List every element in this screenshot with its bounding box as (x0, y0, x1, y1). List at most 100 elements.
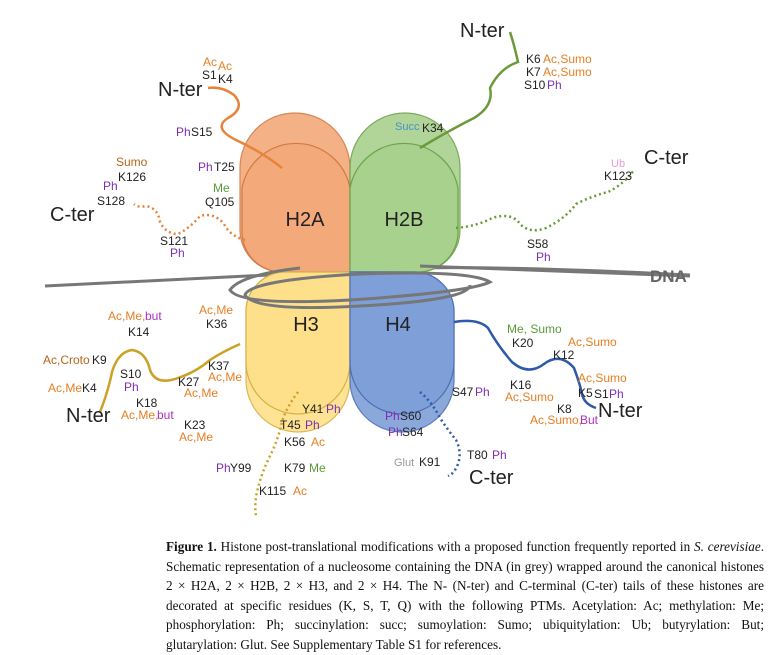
h4-nter-tail (453, 319, 597, 410)
h2a-cter-tail (133, 203, 246, 242)
h2a-t25: T25 (214, 160, 235, 174)
h2b-k6: K6 (526, 52, 541, 66)
h2b-s58: S58 (527, 237, 549, 251)
h3-k79-mod: Me (309, 461, 326, 475)
h2a-s1-mod: Ac (203, 55, 217, 69)
h4-k16: K16 (510, 378, 532, 392)
h4-cter-label: C-ter (469, 467, 514, 489)
dna-wrap (228, 266, 494, 310)
h2a-nter-label: N-ter (158, 79, 203, 101)
h2b-nter-label: N-ter (460, 20, 505, 42)
h4-s1: S1 (594, 387, 609, 401)
h3-k27: K27 (178, 375, 200, 389)
h4-k16-mod: Ac,Sumo (505, 390, 554, 404)
h3-k18: K18 (136, 396, 158, 410)
h4-k12-mod: Ac,Sumo (568, 335, 617, 349)
h4-cter-tail (419, 391, 461, 478)
h2a-q105: Q105 (205, 195, 235, 209)
h3-k14: K14 (128, 325, 150, 339)
h4-label: H4 (385, 314, 411, 336)
h3-k115-mod: Ac (293, 484, 307, 498)
h2a-lobe (241, 142, 351, 273)
h4-k91-mod: Glut (394, 457, 414, 469)
h2b-k7: K7 (526, 65, 541, 79)
h3-y99-mod: Ph (216, 461, 231, 475)
h3-k27-mod: Ac,Me (184, 386, 218, 400)
h3-k9: K9 (92, 353, 107, 367)
h4-s64: S64 (402, 425, 424, 439)
h3-label: H3 (293, 314, 319, 336)
h2a-cter-label: C-ter (50, 204, 95, 226)
caption-text-1: Histone post-translational modifications… (216, 539, 695, 554)
h4-s1-mod: Ph (609, 387, 624, 401)
h4-k20-mod: Me, Sumo (507, 322, 562, 336)
h2a-s121: S121 (160, 234, 188, 248)
h4-lobe (349, 271, 455, 415)
h2a-label: H2A (286, 209, 326, 231)
figure-caption: Figure 1. Histone post-translational mod… (166, 537, 764, 655)
caption-text-2: . Schematic representation of a nucleoso… (166, 539, 765, 652)
h3-k23-mod: Ac,Me (179, 430, 213, 444)
h2b-s58-mod: Ph (536, 250, 551, 264)
h3-nter-label: N-ter (66, 405, 111, 427)
dna-strand-front (419, 264, 691, 278)
h3-s10: S10 (120, 367, 142, 381)
h4-t80: T80 (467, 448, 488, 462)
h3-y41-mod: Ph (326, 402, 341, 416)
h3-s10-mod: Ph (124, 380, 139, 394)
h3-k4: K4 (82, 381, 97, 395)
h4-s47: S47 (452, 385, 474, 399)
h2a-s15-mod: Ph (176, 125, 191, 139)
h3-k115: K115 (259, 484, 286, 498)
h2a-s128-mod: Ph (103, 179, 118, 193)
h4-nter-label: N-ter (598, 400, 643, 422)
h2a-s121-mod: Ph (170, 246, 185, 260)
h4-k91: K91 (419, 455, 441, 469)
h3-k14-mod-b: but (145, 309, 162, 323)
h2a-k126-mod: Sumo (116, 155, 148, 169)
h2a-s1: S1 (202, 68, 217, 82)
h3-k37-mod: Ac,Me (208, 370, 242, 384)
h4-k5: K5 (578, 386, 593, 400)
h2a-k4-mod: Ac (218, 59, 232, 73)
h2b-nter-tail (419, 31, 520, 150)
caption-species: S. cerevisiae (694, 539, 761, 554)
h3-k9-mod: Ac,Croto (43, 353, 90, 367)
h2b-k6-mod: Ac,Sumo (543, 52, 592, 66)
h2a-nter-tail (207, 86, 283, 169)
h2b-k123: K123 (604, 169, 632, 183)
h4-k20: K20 (512, 336, 534, 350)
h3-k36-mod: Ac,Me (199, 303, 233, 317)
h3-nter-tail (98, 342, 241, 413)
h2b-label: H2B (385, 209, 424, 231)
h2b-k34: K34 (422, 121, 444, 135)
h2a-k4: K4 (218, 72, 233, 86)
nucleosome-diagram: H2A H2B H3 H4 DNA N-ter C-ter Ac Ac S1 K… (43, 20, 691, 517)
h3-k4-mod: Ac,Me (48, 381, 82, 395)
h4-k8: K8 (557, 402, 572, 416)
h2b-s10-mod: Ph (547, 78, 562, 92)
h3-t45-mod: Ph (305, 418, 320, 432)
h4-s60-mod: Ph (385, 409, 400, 423)
h2b-k7-mod: Ac,Sumo (543, 65, 592, 79)
h3-y41: Y41 (302, 402, 324, 416)
h2a-t25-mod: Ph (198, 160, 213, 174)
h2a-q105-mod: Me (213, 181, 230, 195)
h2b-cter-tail (455, 169, 636, 232)
h3-k56: K56 (284, 435, 306, 449)
h2b-k123-mod: Ub (611, 158, 625, 170)
h3-k56-mod: Ac (311, 435, 325, 449)
h2b-cter-label: C-ter (644, 147, 689, 169)
h3-k36: K36 (206, 317, 228, 331)
h3-y99: Y99 (230, 461, 252, 475)
h4-s47-mod: Ph (475, 385, 490, 399)
h4-k8-mod-a: Ac,Sumo, (530, 413, 582, 427)
h3-k18-mod-b: but (157, 408, 174, 422)
h2b-s10: S10 (524, 78, 546, 92)
h2a-s15: S15 (191, 125, 213, 139)
h3-k37: K37 (208, 359, 230, 373)
h3-k18-mod-a: Ac,Me, (121, 408, 158, 422)
h4-k5-mod: Ac,Sumo (578, 371, 627, 385)
h4-k8-mod-b: But (580, 413, 599, 427)
h2a-k126: K126 (118, 170, 146, 184)
